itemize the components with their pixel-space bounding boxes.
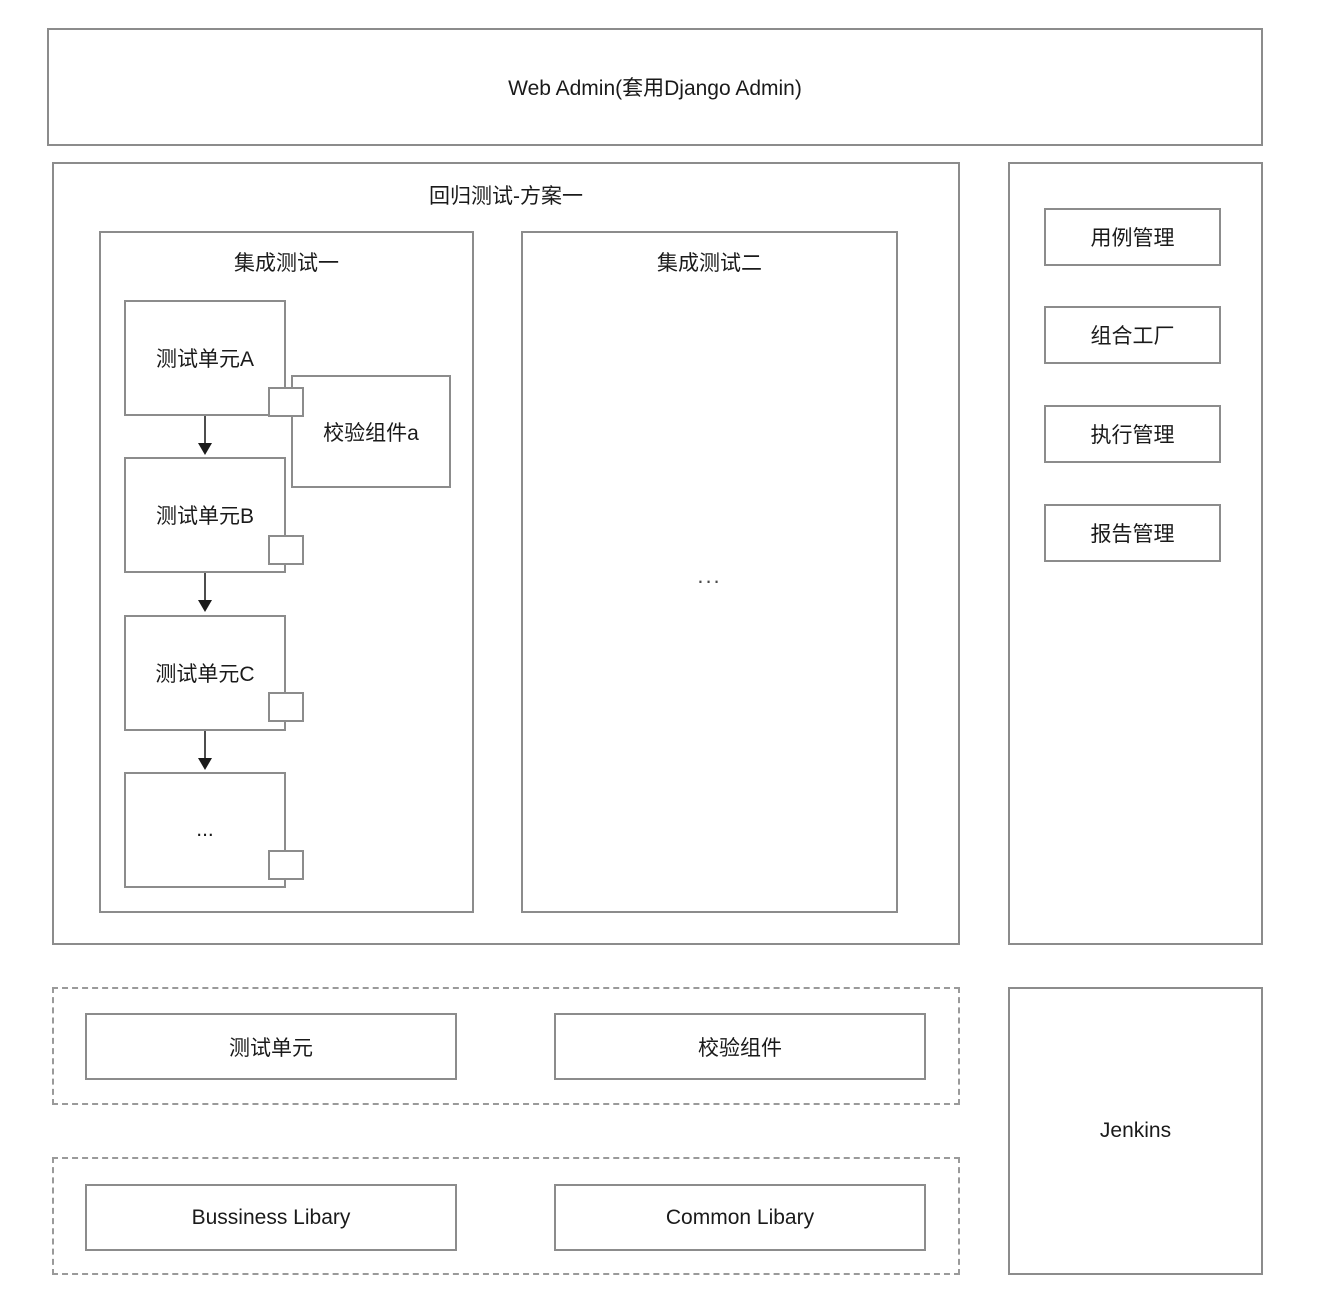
arrow-unit-c-to-more-head <box>198 758 212 770</box>
integration-test-two-panel[interactable]: 集成测试二 ... <box>521 231 898 913</box>
sidebar-item-report-management[interactable]: 报告管理 <box>1044 504 1221 562</box>
validator-component-a-block[interactable]: 校验组件a <box>291 375 451 488</box>
library-common-block[interactable]: Common Libary <box>554 1184 926 1251</box>
test-unit-c-connector-tab[interactable] <box>268 692 304 722</box>
test-unit-a-label: 测试单元A <box>155 348 254 371</box>
component-layer-group <box>52 987 960 1105</box>
sidebar-item-case-management[interactable]: 用例管理 <box>1044 208 1221 266</box>
sidebar-item-composition-factory[interactable]: 组合工厂 <box>1044 306 1221 364</box>
arrow-unit-a-to-b-line <box>204 415 206 450</box>
library-bussiness-label: Bussiness Libary <box>191 1205 351 1229</box>
sidebar-item-composition-factory-label: 组合工厂 <box>1090 325 1175 348</box>
sidebar-item-execution-management-label: 执行管理 <box>1090 424 1175 447</box>
library-layer-group <box>52 1157 960 1275</box>
component-test-unit-label: 测试单元 <box>229 1036 313 1060</box>
integration-test-one-title: 集成测试一 <box>234 252 339 275</box>
test-unit-a-block[interactable]: 测试单元A <box>124 300 286 416</box>
component-validator-block[interactable]: 校验组件 <box>554 1013 926 1080</box>
sidebar-item-report-management-label: 报告管理 <box>1090 523 1175 546</box>
test-unit-c-label: 测试单元C <box>155 663 255 686</box>
regression-test-title: 回归测试-方案一 <box>429 185 583 208</box>
sidebar-item-execution-management[interactable]: 执行管理 <box>1044 405 1221 463</box>
test-unit-b-label: 测试单元B <box>155 505 254 528</box>
web-admin-label: Web Admin(套用Django Admin) <box>508 77 802 100</box>
sidebar-item-case-management-label: 用例管理 <box>1090 227 1175 250</box>
test-unit-c-block[interactable]: 测试单元C <box>124 615 286 731</box>
test-unit-more-block[interactable]: ... <box>124 772 286 888</box>
test-unit-b-connector-tab[interactable] <box>268 535 304 565</box>
validator-component-a-label: 校验组件a <box>323 421 419 445</box>
arrow-unit-b-to-c-line <box>204 572 206 607</box>
test-unit-more-label: ... <box>196 818 214 841</box>
jenkins-label: Jenkins <box>1099 1119 1172 1142</box>
integration-test-two-title: 集成测试二 <box>657 252 762 275</box>
test-unit-more-connector-tab[interactable] <box>268 850 304 880</box>
web-admin-block[interactable]: Web Admin(套用Django Admin) <box>47 28 1263 146</box>
arrow-unit-a-to-b-head <box>198 443 212 455</box>
component-validator-label: 校验组件 <box>698 1036 782 1060</box>
library-bussiness-block[interactable]: Bussiness Libary <box>85 1184 457 1251</box>
library-common-label: Common Libary <box>665 1205 815 1229</box>
test-unit-a-connector-tab[interactable] <box>268 387 304 417</box>
jenkins-block[interactable]: Jenkins <box>1008 987 1263 1275</box>
component-test-unit-block[interactable]: 测试单元 <box>85 1013 457 1080</box>
arrow-unit-c-to-more-line <box>204 730 206 765</box>
arrow-unit-b-to-c-head <box>198 600 212 612</box>
test-unit-b-block[interactable]: 测试单元B <box>124 457 286 573</box>
integration-test-two-placeholder: ... <box>697 563 722 588</box>
